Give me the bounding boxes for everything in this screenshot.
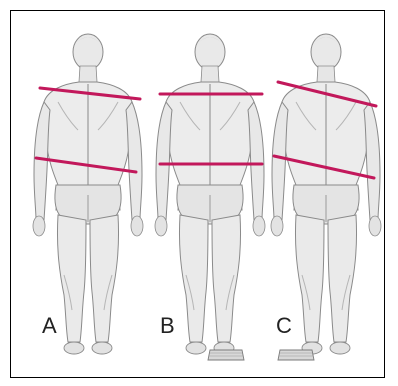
posture-illustration — [10, 10, 385, 378]
figure-c — [271, 34, 381, 354]
figure-a — [33, 34, 143, 354]
figure-c-lift — [278, 350, 314, 360]
panel-label-c: C — [276, 315, 292, 337]
panel-label-b: B — [160, 315, 175, 337]
figure-b-lift — [208, 350, 244, 360]
panel-label-a: A — [42, 315, 57, 337]
figure-b — [155, 34, 265, 354]
